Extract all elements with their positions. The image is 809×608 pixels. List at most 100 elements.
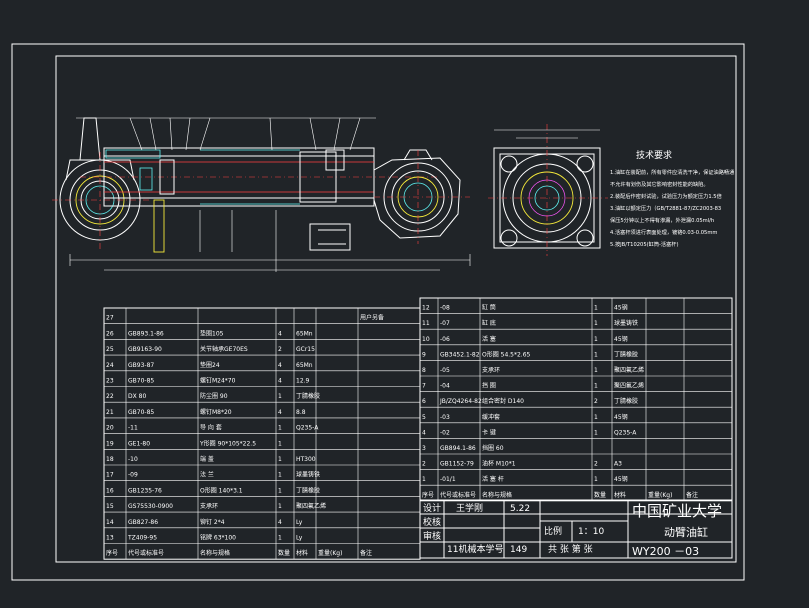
bom-cell-name: 垫圈24: [200, 361, 220, 369]
bom-cell-no: 12: [422, 305, 430, 312]
bom-cell-material: 丁腈橡胶: [296, 486, 320, 494]
bom-cell-code: DX 80: [128, 393, 146, 400]
bom-cell-no: 8: [422, 367, 426, 374]
bom-cell-code: -06: [440, 336, 450, 343]
bom-cell-name: 组合密封 D140: [482, 397, 524, 405]
title-block: 设计 王学刚 5.22 校核 审核 11机械本学号 149 比例 1：10 共 …: [419, 499, 733, 559]
bom-cell-material: 球墨铸铁: [614, 319, 638, 327]
bom-cell-no: 11: [422, 320, 430, 327]
tech-req-line: 1.油缸在装配前，所有零件应清洗干净，保证油路畅通: [610, 168, 735, 176]
bom-cell-material: 65Mn: [296, 330, 313, 337]
part-balloons-top: [76, 117, 376, 151]
bom-cell-material: HT300: [296, 456, 316, 463]
bom-cell-material: 8.8: [296, 409, 306, 416]
bom-cell-material: 聚四氟乙烯: [614, 382, 644, 390]
bom-cell-no: 23: [106, 378, 114, 385]
bom-cell-qty: 1: [594, 305, 598, 312]
bom-cell-code: -09: [128, 472, 138, 479]
bom-cell-qty: 1: [278, 456, 282, 463]
bom-cell-qty: 1: [278, 425, 282, 432]
bom-cell-no: 2: [422, 461, 426, 468]
bom-cell-qty: 1: [278, 393, 282, 400]
tech-req-line: 不允许有划伤及其它影响密封性能的缺陷。: [610, 180, 709, 188]
bom-cell-code: -04: [440, 383, 450, 390]
bom-cell-material: 丁腈橡胶: [614, 397, 638, 405]
bom-header-material: 材料: [296, 549, 308, 557]
bom-cell-name: 关节轴承GE70ES: [200, 345, 248, 353]
bom-cell-material: 聚四氟乙烯: [614, 366, 644, 374]
designer-name: 王学刚: [456, 502, 483, 514]
tech-requirements: 技术要求 1.油缸在装配前，所有零件应清洗干净，保证油路畅通 不允许有划伤及其它…: [610, 149, 735, 248]
bom-cell-material: A3: [614, 461, 622, 468]
approver-name: 11机械本学号: [447, 543, 503, 555]
bom-cell-code: GB3452.1-82: [440, 351, 480, 358]
bom-cell-no: 18: [106, 456, 114, 463]
bom-header-code: 代号或标准号: [440, 491, 476, 499]
bom-header-note: 备注: [686, 491, 698, 499]
bom-header-no: 序号: [422, 491, 434, 499]
bom-cell-material: Ly: [296, 535, 303, 542]
bom-header-note: 备注: [360, 549, 372, 557]
bom-cell-name: 螺钉M8*20: [200, 408, 232, 416]
bom-cell-qty: 2: [278, 346, 282, 353]
bom-cell-name: 防尘圈 90: [200, 392, 228, 400]
bom-cell-material: GCr15: [296, 346, 315, 353]
bom-cell-code: -07: [440, 320, 450, 327]
bom-cell-no: 22: [106, 393, 114, 400]
bom-cell-code: GB1152-79: [440, 461, 474, 468]
scale-label: 比例: [544, 525, 562, 537]
bom-cell-name: O形圈 140*3.1: [200, 486, 243, 494]
dimension-lines: [69, 210, 471, 272]
bom-cell-no: 7: [422, 383, 426, 390]
bom-cell-name: 挡圈 60: [482, 444, 504, 452]
bom-cell-material: 丁腈橡胶: [296, 392, 320, 400]
bom-cell-qty: 1: [594, 351, 598, 358]
bom-cell-material: Ly: [296, 519, 303, 526]
tech-req-line: 2.装配后作密封试验，试验压力为额定压力1.5倍: [610, 192, 722, 200]
bom-border: [419, 297, 733, 502]
bom-header-name: 名称与规格: [200, 549, 230, 557]
bom-cell-code: GB894.1-86: [440, 445, 476, 452]
school-name: 中国矿业大学: [632, 502, 722, 520]
part-name: 动臂油缸: [664, 525, 708, 539]
bom-cell-no: 1: [422, 476, 426, 483]
rear-eye: [52, 117, 150, 250]
bom-cell-qty: 1: [594, 336, 598, 343]
bom-cell-material: 球墨铸铁: [296, 471, 320, 479]
tech-req-line: 4.活塞杆须进行表面处理，镀铬0.03-0.05mm: [610, 228, 717, 236]
bom-cell-code: GB1235-76: [128, 487, 162, 494]
bom-cell-no: 25: [106, 346, 114, 353]
bom-cell-qty: 1: [594, 414, 598, 421]
bom-cell-material: 45钢: [614, 475, 628, 483]
bom-cell-qty: 2: [594, 461, 598, 468]
title-label-check: 校核: [423, 516, 441, 528]
tech-req-line: 保压5分钟以上不得有渗漏，外泄漏0.05ml/h: [610, 216, 714, 224]
cylinder-barrel: [80, 147, 440, 253]
bom-cell-material: Q235-A: [296, 425, 319, 432]
bom-header-weight: 重量(Kg): [648, 491, 672, 499]
bom-cell-qty: 1: [278, 440, 282, 447]
bom-cell-name: 活 塞 杆: [482, 475, 504, 483]
bom-cell-name: 支承环: [482, 366, 500, 374]
flange-end-view: [488, 124, 608, 256]
bom-cell-no: 3: [422, 445, 426, 452]
bom-cell-note: 用户另备: [360, 314, 384, 322]
bom-cell-name: 油杯 M10*1: [482, 460, 516, 468]
bom-cell-material: 聚四氟乙烯: [296, 502, 326, 510]
bom-cell-name: 支承环: [200, 502, 218, 510]
bom-cell-qty: 4: [278, 378, 282, 385]
bom-cell-code: GB9163-90: [128, 346, 162, 353]
bom-cell-name: 活 塞: [482, 335, 496, 343]
bom-cell-name: 端 盖: [200, 455, 214, 463]
tech-req-heading: 技术要求: [636, 149, 672, 161]
bom-cell-code: TZ409-95: [127, 535, 157, 542]
bom-cell-name: 缓冲套: [482, 413, 500, 421]
scale-value: 1：10: [578, 527, 604, 537]
bom-cell-material: 丁腈橡胶: [614, 350, 638, 358]
bom-cell-material: 12.9: [296, 378, 310, 385]
bom-cell-name: 卡 键: [482, 428, 496, 436]
bom-cell-qty: 1: [278, 487, 282, 494]
bom-cell-name: 缸 筒: [482, 304, 496, 312]
bom-cell-no: 14: [106, 519, 114, 526]
